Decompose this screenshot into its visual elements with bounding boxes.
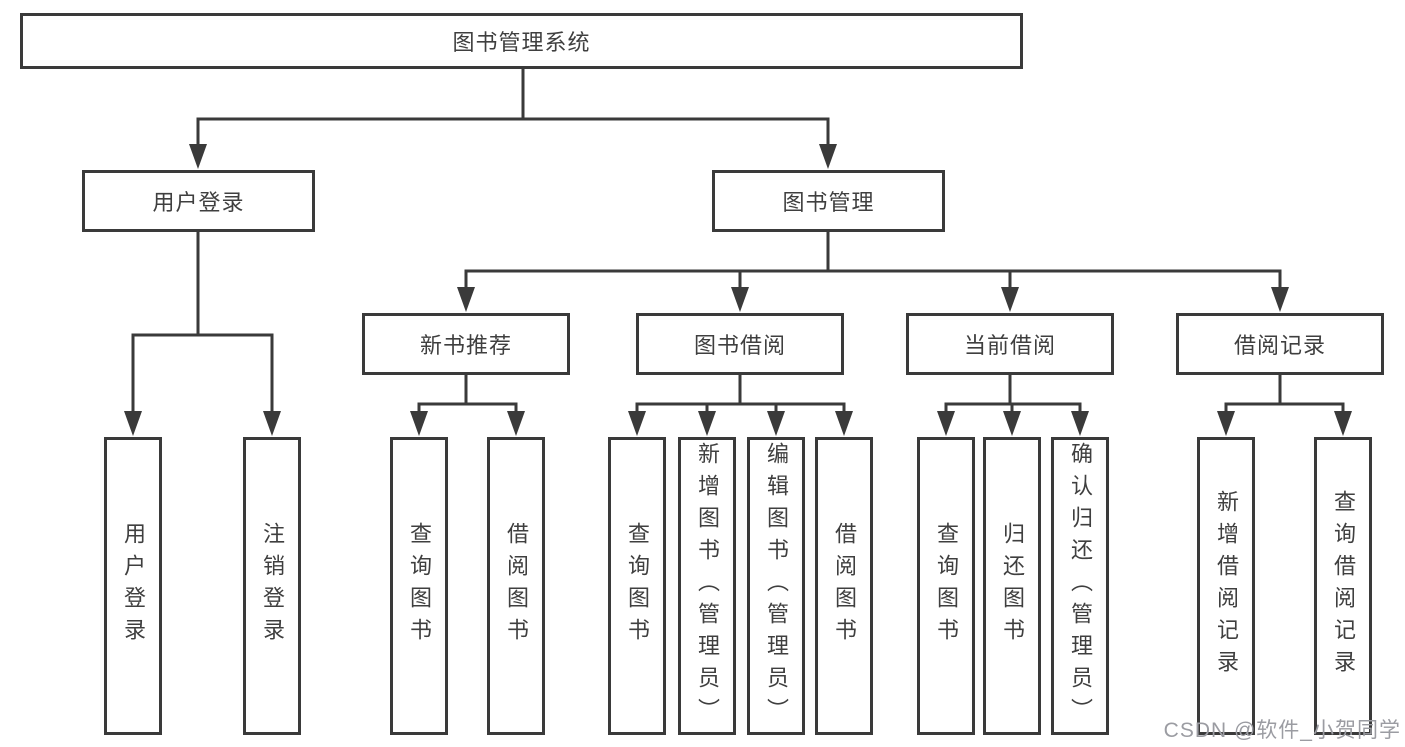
- node-borrowing-add-books-admin: 新增图书（管理员）: [678, 437, 736, 735]
- node-recommend-borrow-books: 借阅图书: [487, 437, 545, 735]
- node-label: 注销登录: [260, 522, 285, 650]
- node-label: 图书借阅: [693, 333, 786, 358]
- node-borrowing-borrow-books: 借阅图书: [815, 437, 873, 735]
- node-logout-login: 注销登录: [243, 437, 301, 735]
- node-current-query-books: 查询图书: [917, 437, 975, 735]
- node-label: 查询图书: [625, 522, 650, 650]
- node-label: 借阅图书: [832, 522, 857, 650]
- node-label: 查询借阅记录: [1331, 490, 1356, 682]
- node-label: 归还图书: [1000, 522, 1025, 650]
- node-user-login-branch: 用户登录: [82, 170, 315, 232]
- node-label: 图书管理系统: [452, 30, 591, 55]
- node-label: 新书推荐: [419, 333, 512, 358]
- node-book-borrowing: 图书借阅: [636, 313, 844, 375]
- node-label: 借阅图书: [504, 522, 529, 650]
- node-label: 新增借阅记录: [1214, 490, 1239, 682]
- node-borrowing-records: 借阅记录: [1176, 313, 1384, 375]
- node-label: 当前借阅: [963, 333, 1056, 358]
- node-user-login: 用户登录: [104, 437, 162, 735]
- node-records-add-record: 新增借阅记录: [1197, 437, 1255, 735]
- node-label: 图书管理: [782, 190, 875, 215]
- node-records-query-record: 查询借阅记录: [1314, 437, 1372, 735]
- node-book-management: 图书管理: [712, 170, 945, 232]
- node-label: 编辑图书（管理员）: [764, 442, 789, 730]
- node-recommend-query-books: 查询图书: [390, 437, 448, 735]
- node-library-system: 图书管理系统: [20, 13, 1023, 69]
- node-label: 借阅记录: [1233, 333, 1326, 358]
- node-label: 用户登录: [152, 190, 245, 215]
- node-label: 新增图书（管理员）: [695, 442, 720, 730]
- node-label: 查询图书: [407, 522, 432, 650]
- node-label: 确认归还（管理员）: [1068, 442, 1093, 730]
- node-current-confirm-return-admin: 确认归还（管理员）: [1051, 437, 1109, 735]
- node-current-return-books: 归还图书: [983, 437, 1041, 735]
- watermark: CSDN @软件_小贺同学: [1163, 719, 1401, 742]
- node-borrowing-edit-books-admin: 编辑图书（管理员）: [747, 437, 805, 735]
- node-borrowing-query-books: 查询图书: [608, 437, 666, 735]
- node-label: 查询图书: [934, 522, 959, 650]
- node-new-book-recommend: 新书推荐: [362, 313, 570, 375]
- node-label: 用户登录: [121, 522, 146, 650]
- node-current-borrowing: 当前借阅: [906, 313, 1114, 375]
